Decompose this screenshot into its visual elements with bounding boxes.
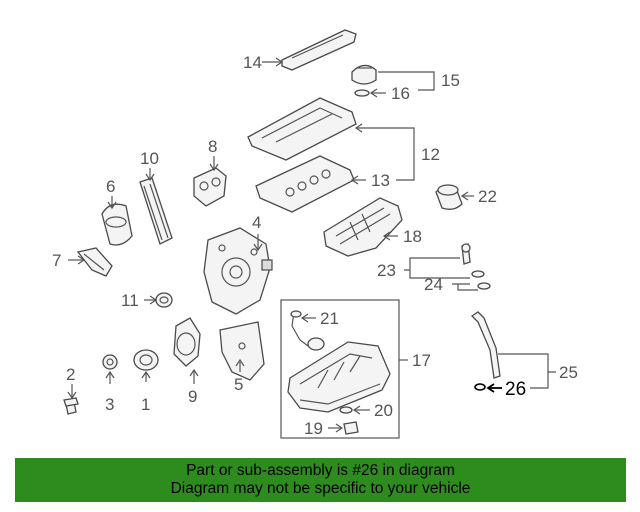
part-21-oil-pickup — [290, 310, 325, 351]
leader-24 — [452, 283, 478, 291]
callout-15: 15 — [441, 71, 460, 90]
callout-23: 23 — [377, 261, 396, 280]
part-3-washer — [102, 354, 118, 370]
callout-1: 1 — [141, 395, 150, 414]
callout-7: 7 — [52, 251, 61, 270]
part-10-timing-chain — [139, 177, 173, 245]
leader-12 — [356, 127, 415, 181]
leader-25 — [498, 353, 556, 389]
part-19-drain-plug — [343, 421, 359, 435]
leader-23 — [404, 257, 470, 279]
callout-14: 14 — [243, 53, 262, 72]
callout-2: 2 — [66, 365, 75, 384]
callout-20: 20 — [374, 401, 393, 420]
leader-15 — [378, 71, 435, 91]
callout-25: 25 — [559, 363, 578, 382]
callout-17: 17 — [412, 351, 431, 370]
callout-8: 8 — [208, 137, 217, 156]
banner-line-2: Diagram may not be specific to your vehi… — [170, 480, 471, 497]
info-banner: Part or sub-assembly is #26 in diagram D… — [15, 458, 626, 502]
callout-12: 12 — [421, 145, 440, 164]
part-9-seal-retainer — [173, 317, 201, 367]
part-24-seal-a — [471, 270, 485, 278]
part-24-seal-b — [477, 282, 491, 290]
callout-13: 13 — [371, 171, 390, 190]
part-5-shield — [219, 321, 265, 381]
part-15-oil-cap — [351, 64, 377, 85]
part-16-cap-seal — [354, 89, 370, 97]
part-18-intake-manifold — [323, 197, 403, 257]
callout-6: 6 — [106, 177, 115, 196]
part-4-timing-cover — [203, 227, 273, 315]
part-7-bracket — [76, 247, 113, 277]
callout-10: 10 — [140, 149, 159, 168]
callout-19: 19 — [304, 419, 323, 438]
banner-line-1: Part or sub-assembly is #26 in diagram — [186, 462, 455, 479]
callout-5: 5 — [234, 375, 243, 394]
callout-16: 16 — [391, 84, 410, 103]
callout-21: 21 — [320, 309, 339, 328]
part-8-chain-guide — [193, 167, 227, 207]
part-6-cover — [101, 203, 133, 246]
callout-9: 9 — [188, 387, 197, 406]
part-23-pressure-sensor — [461, 243, 471, 265]
part-20-drain-washer — [339, 406, 353, 414]
callout-18: 18 — [403, 227, 422, 246]
part-1-pulley — [133, 349, 159, 371]
part-25-dipstick-tube — [470, 311, 501, 379]
callout-22: 22 — [478, 187, 497, 206]
callout-3: 3 — [105, 395, 114, 414]
part-2-bolt — [63, 397, 79, 415]
part-26-tube-seal[interactable] — [474, 383, 486, 391]
part-12-valve-cover — [247, 97, 357, 161]
arrow-14 — [275, 57, 284, 67]
part-17-oil-pan — [287, 341, 391, 413]
callout-24: 24 — [424, 275, 443, 294]
part-11-seal — [155, 292, 173, 308]
part-22-oil-filter — [435, 184, 463, 210]
callout-4: 4 — [252, 213, 261, 232]
part-13-cover-gasket — [255, 155, 355, 213]
part-14-cover-trim — [281, 29, 357, 71]
callout-26[interactable]: 26 — [505, 379, 526, 400]
oil-pan-group-box — [280, 299, 400, 439]
callout-11: 11 — [121, 291, 139, 310]
